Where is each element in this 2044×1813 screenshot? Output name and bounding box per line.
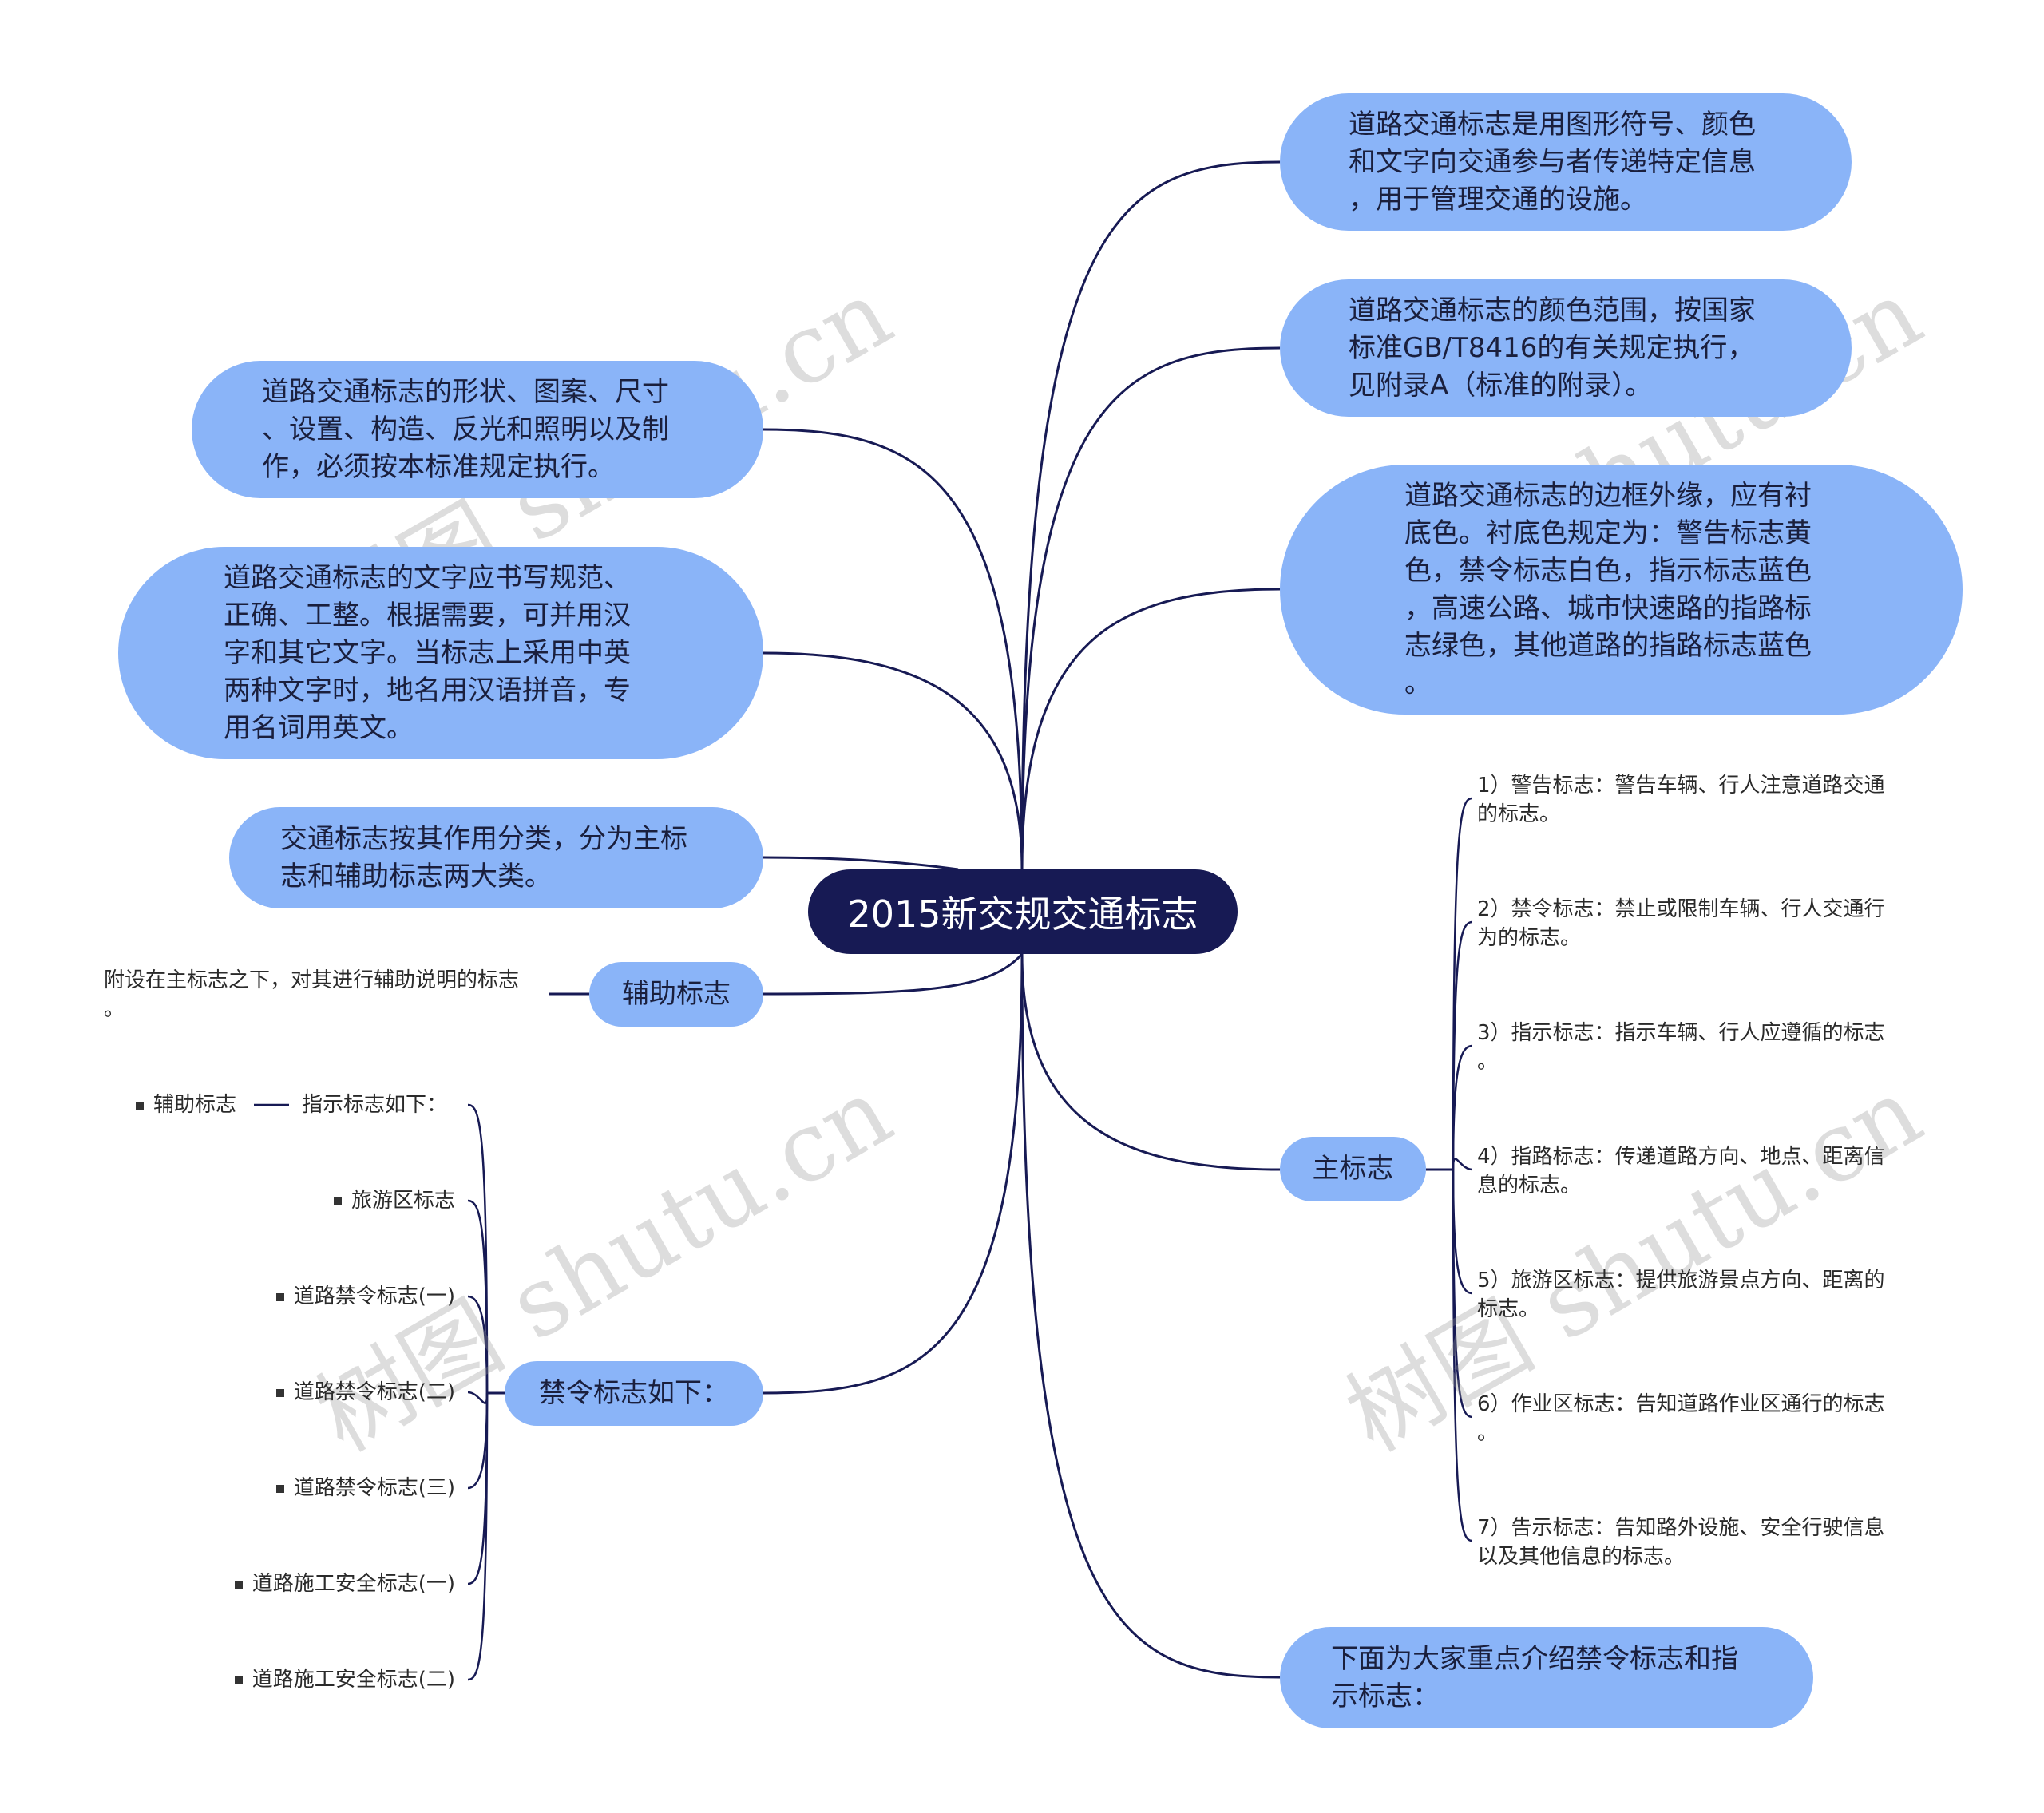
left-note-node[interactable]: 道路交通标志的文字应书写规范、 正确、工整。根据需要，可并用汉 字和其它文字。当… <box>118 547 763 759</box>
connector-line <box>763 428 1024 870</box>
bullet-icon <box>136 1101 144 1110</box>
item-text: 道路禁令标志(三) <box>293 1476 455 1500</box>
node-text: 辅助标志 <box>622 978 731 1010</box>
right-note-node[interactable]: 道路交通标志的边框外缘，应有衬 底色。衬底色规定为：警告标志黄 色，禁令标志白色… <box>1280 465 1963 715</box>
zhu-item: 2）禁令标志：禁止或限制车辆、行人交通行 为的标志。 <box>1477 897 1885 950</box>
connector-line <box>763 856 959 871</box>
connector-line <box>467 1199 489 1394</box>
jinling-item: 道路禁令标志(三) <box>275 1474 455 1502</box>
item-text: 道路禁令标志(二) <box>293 1380 455 1404</box>
jinling-item: 旅游区标志 <box>333 1186 455 1215</box>
node-text: 道路交通标志的文字应书写规范、 正确、工整。根据需要，可并用汉 字和其它文字。当… <box>224 561 631 744</box>
intro-node[interactable]: 下面为大家重点介绍禁令标志和指 示标志： <box>1280 1627 1813 1728</box>
node-text: 道路交通标志的边框外缘，应有衬 底色。衬底色规定为：警告标志黄 色，禁令标志白色… <box>1404 479 1812 699</box>
left-note-node[interactable]: 交通标志按其作用分类，分为主标 志和辅助标志两大类。 <box>229 807 763 908</box>
connector-line <box>1020 346 1281 870</box>
connector-line <box>1020 953 1281 1679</box>
fuzhu-desc: 附设在主标志之下，对其进行辅助说明的标志 。 <box>104 968 520 1021</box>
node-text: 道路交通标志是用图形符号、颜色 和文字向交通参与者传递特定信息 ，用于管理交通的… <box>1349 108 1756 216</box>
bullet-icon <box>333 1197 342 1205</box>
root-label: 2015新交规交通标志 <box>847 893 1198 936</box>
node-text: 道路交通标志的形状、图案、尺寸 、设置、构造、反光和照明以及制 作，必须按本标准… <box>262 375 669 483</box>
item-text: 道路施工安全标志(一) <box>252 1572 455 1596</box>
zhu-item: 1）警告标志：警告车辆、行人注意道路交通 的标志。 <box>1477 774 1885 826</box>
connector-line <box>763 953 1024 996</box>
zhu-item: 5）旅游区标志：提供旅游景点方向、距离的 标志。 <box>1477 1269 1885 1321</box>
item-text: 辅助标志 <box>153 1093 237 1117</box>
connector-line <box>467 1391 489 1404</box>
connector-line <box>1452 1044 1473 1170</box>
connector-line <box>1020 953 1281 1171</box>
zhu-node[interactable]: 主标志 <box>1280 1137 1426 1201</box>
jinling-first-item: 辅助标志 <box>136 1091 236 1119</box>
bullet-icon <box>275 1388 284 1397</box>
connector-line <box>467 1392 489 1490</box>
item-text: 道路施工安全标志(二) <box>252 1668 455 1692</box>
item-text: 旅游区标志 <box>351 1189 455 1213</box>
node-text: 禁令标志如下： <box>539 1377 729 1409</box>
bullet-icon <box>234 1580 243 1589</box>
zhu-item: 7）告示标志：告知路外设施、安全行驶信息 以及其他信息的标志。 <box>1477 1516 1885 1569</box>
connector-line <box>763 651 1024 870</box>
connector-line <box>1020 160 1281 870</box>
node-text: 交通标志按其作用分类，分为主标 志和辅助标志两大类。 <box>280 822 687 893</box>
root-node[interactable]: 2015新交规交通标志 <box>808 869 1238 954</box>
bullet-icon <box>275 1292 284 1301</box>
right-note-node[interactable]: 道路交通标志的颜色范围，按国家 标准GB/T8416的有关规定执行， 见附录A（… <box>1280 279 1852 417</box>
jinling-item: 道路施工安全标志(一) <box>234 1570 455 1598</box>
node-text: 下面为大家重点介绍禁令标志和指 示标志： <box>1331 1642 1738 1712</box>
jinling-item: 道路禁令标志(一) <box>275 1282 455 1311</box>
item-text: 道路禁令标志(一) <box>293 1285 455 1308</box>
connector-line <box>763 953 1024 1395</box>
jinling-item: 道路施工安全标志(二) <box>234 1665 455 1694</box>
connector-line <box>1020 588 1281 870</box>
connector-line <box>1452 920 1473 1170</box>
zhu-item: 4）指路标志：传递道路方向、地点、距离信 息的标志。 <box>1477 1145 1885 1197</box>
jinling-first-parent: 指示标志如下： <box>302 1093 448 1117</box>
connector-line <box>467 1295 489 1394</box>
bullet-icon <box>275 1484 284 1493</box>
left-note-node[interactable]: 道路交通标志的形状、图案、尺寸 、设置、构造、反光和照明以及制 作，必须按本标准… <box>192 361 763 498</box>
bullet-icon <box>234 1676 243 1684</box>
connector-line <box>1452 1158 1473 1171</box>
right-note-node[interactable]: 道路交通标志是用图形符号、颜色 和文字向交通参与者传递特定信息 ，用于管理交通的… <box>1280 93 1852 231</box>
connector-line <box>1452 1169 1473 1295</box>
jinling-node[interactable]: 禁令标志如下： <box>505 1361 763 1426</box>
zhu-item: 3）指示标志：指示车辆、行人应遵循的标志 。 <box>1477 1021 1885 1074</box>
connector-line <box>1452 1169 1473 1542</box>
zhu-item: 6）作业区标志：告知道路作业区通行的标志 。 <box>1477 1392 1885 1445</box>
fuzhu-node[interactable]: 辅助标志 <box>589 962 763 1027</box>
node-text: 主标志 <box>1312 1153 1394 1185</box>
jinling-item: 道路禁令标志(二) <box>275 1378 455 1407</box>
connector-line <box>467 1392 489 1681</box>
node-text: 道路交通标志的颜色范围，按国家 标准GB/T8416的有关规定执行， 见附录A（… <box>1349 294 1756 402</box>
